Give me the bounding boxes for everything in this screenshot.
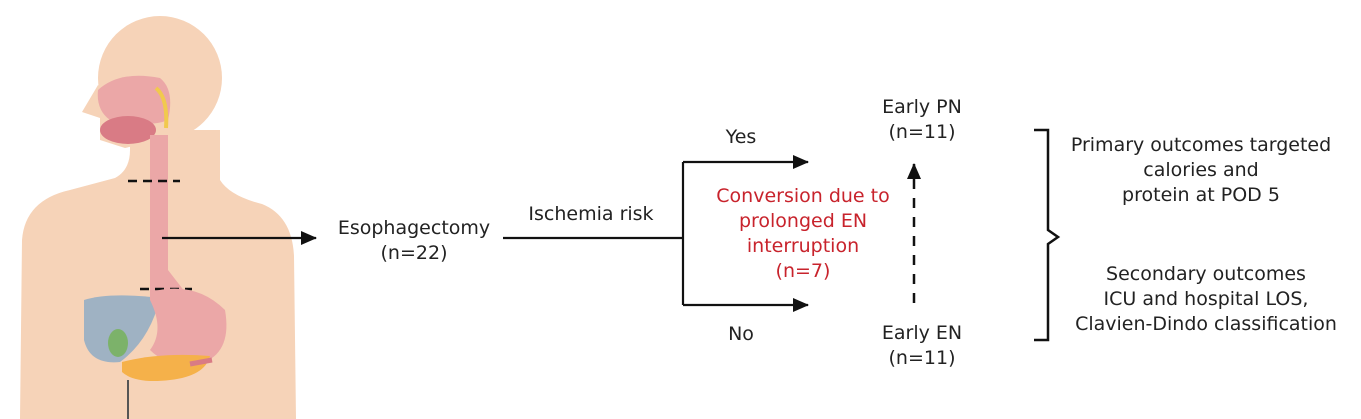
yes-label: Yes — [725, 126, 757, 148]
conversion-line-3: interruption — [746, 235, 860, 257]
conversion-line-2: prolonged EN — [738, 210, 868, 232]
secondary-outcomes-line-1: Secondary outcomes — [1106, 263, 1306, 285]
outcomes-bracket — [1034, 128, 1061, 342]
no-label: No — [728, 323, 754, 345]
early-pn-label: Early PN — [882, 96, 962, 118]
early-en-label: Early EN — [881, 322, 963, 344]
primary-outcomes-line-1: Primary outcomes targeted — [1070, 134, 1332, 156]
ischemia-risk-label: Ischemia risk — [528, 203, 654, 225]
conversion-line-4: (n=7) — [775, 260, 831, 282]
early-en-count: (n=11) — [888, 347, 956, 369]
early-en-node: Early EN (n=11) — [862, 321, 982, 371]
early-pn-node: Early PN (n=11) — [862, 95, 982, 145]
early-pn-count: (n=11) — [888, 121, 956, 143]
secondary-outcomes-line-3: Clavien-Dindo classification — [1075, 313, 1337, 335]
primary-outcomes-line-2: calories and — [1143, 159, 1259, 181]
conversion-note: Conversion due to prolonged EN interrupt… — [706, 184, 900, 284]
secondary-outcomes-line-2: ICU and hospital LOS, — [1103, 288, 1309, 310]
esophagectomy-count: (n=22) — [380, 242, 448, 264]
anatomy-illustration — [20, 16, 296, 419]
esophagectomy-label: Esophagectomy — [337, 217, 491, 239]
secondary-outcomes: Secondary outcomes ICU and hospital LOS,… — [1066, 262, 1346, 337]
primary-outcomes: Primary outcomes targeted calories and p… — [1066, 133, 1336, 208]
conversion-line-1: Conversion due to — [716, 185, 890, 207]
esophagectomy-node: Esophagectomy (n=22) — [328, 216, 500, 266]
primary-outcomes-line-3: protein at POD 5 — [1122, 184, 1280, 206]
